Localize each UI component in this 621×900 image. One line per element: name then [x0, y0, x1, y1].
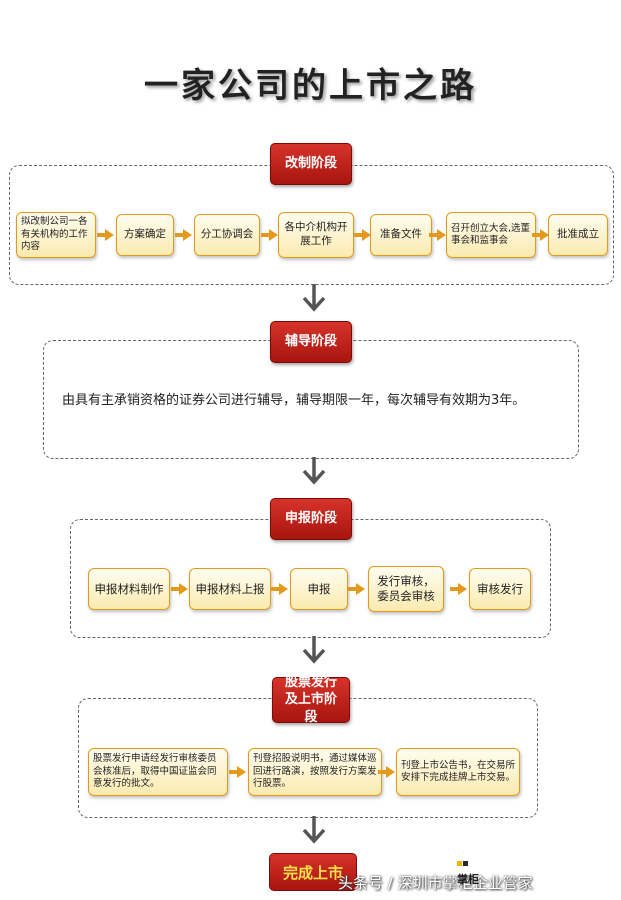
stage2-note: 由具有主承销资格的证券公司进行辅导，辅导期限一年，每次辅导有效期为3年。	[62, 393, 526, 408]
arrow-right-icon	[429, 229, 446, 241]
stage3-step-2: 申报材料上报	[189, 568, 271, 610]
stage1-step-1: 拟改制公司一各有关机构的工作内容	[16, 212, 96, 258]
arrow-right-icon	[354, 229, 371, 241]
arrow-right-icon	[171, 583, 188, 595]
page-title: 一家公司的上市之路	[144, 66, 477, 106]
arrow-right-icon	[450, 583, 467, 595]
watermark-text: 头条号 / 深圳市掌柜企业管家	[338, 874, 533, 892]
stage1-step-7: 批准成立	[548, 214, 608, 256]
arrow-right-icon	[261, 229, 278, 241]
stage2-label: 辅导阶段	[270, 321, 352, 363]
stage1-step-6: 召开创立大会,选董事会和监事会	[446, 212, 536, 258]
arrow-right-icon	[532, 229, 549, 241]
stage1-step-5: 准备文件	[370, 214, 432, 256]
arrow-right-icon	[229, 766, 246, 778]
arrow-down-icon	[302, 636, 326, 664]
arrow-down-icon	[302, 284, 326, 312]
stage3-step-4: 发行审核，委员会审核	[368, 566, 444, 612]
arrow-right-icon	[271, 583, 288, 595]
stage3-step-1: 申报材料制作	[88, 568, 170, 610]
logo: 掌柜	[455, 859, 493, 887]
arrow-down-icon	[302, 816, 326, 844]
logo-text: 掌柜	[457, 872, 479, 886]
stage1-step-2: 方案确定	[116, 214, 174, 256]
arrow-right-icon	[348, 583, 365, 595]
final-stage-label: 完成上市	[269, 853, 357, 891]
stage1-step-4: 各中介机构开展工作	[278, 212, 354, 258]
stage4-label: 股票发行及上市阶段	[272, 675, 350, 725]
arrow-right-icon	[175, 229, 192, 241]
logo-icon: 掌柜	[457, 861, 479, 886]
stage4-step-2: 刊登招股说明书，通过媒体巡回进行路演，按照发行方案发行股票。	[248, 748, 382, 796]
stage3-step-5: 审核发行	[469, 568, 531, 610]
arrow-down-icon	[302, 457, 326, 485]
arrow-right-icon	[97, 229, 114, 241]
stage1-label: 改制阶段	[270, 143, 352, 185]
stage3-step-3: 申报	[290, 568, 348, 610]
stage4-step-3: 刊登上市公告书，在交易所安排下完成挂牌上市交易。	[396, 748, 520, 796]
stage4-step-1: 股票发行申请经发行审核委员会核准后，取得中国证监会同意发行的批文。	[88, 748, 228, 796]
stage1-step-3: 分工协调会	[194, 214, 260, 256]
stage3-label: 申报阶段	[270, 498, 352, 540]
arrow-right-icon	[378, 766, 395, 778]
